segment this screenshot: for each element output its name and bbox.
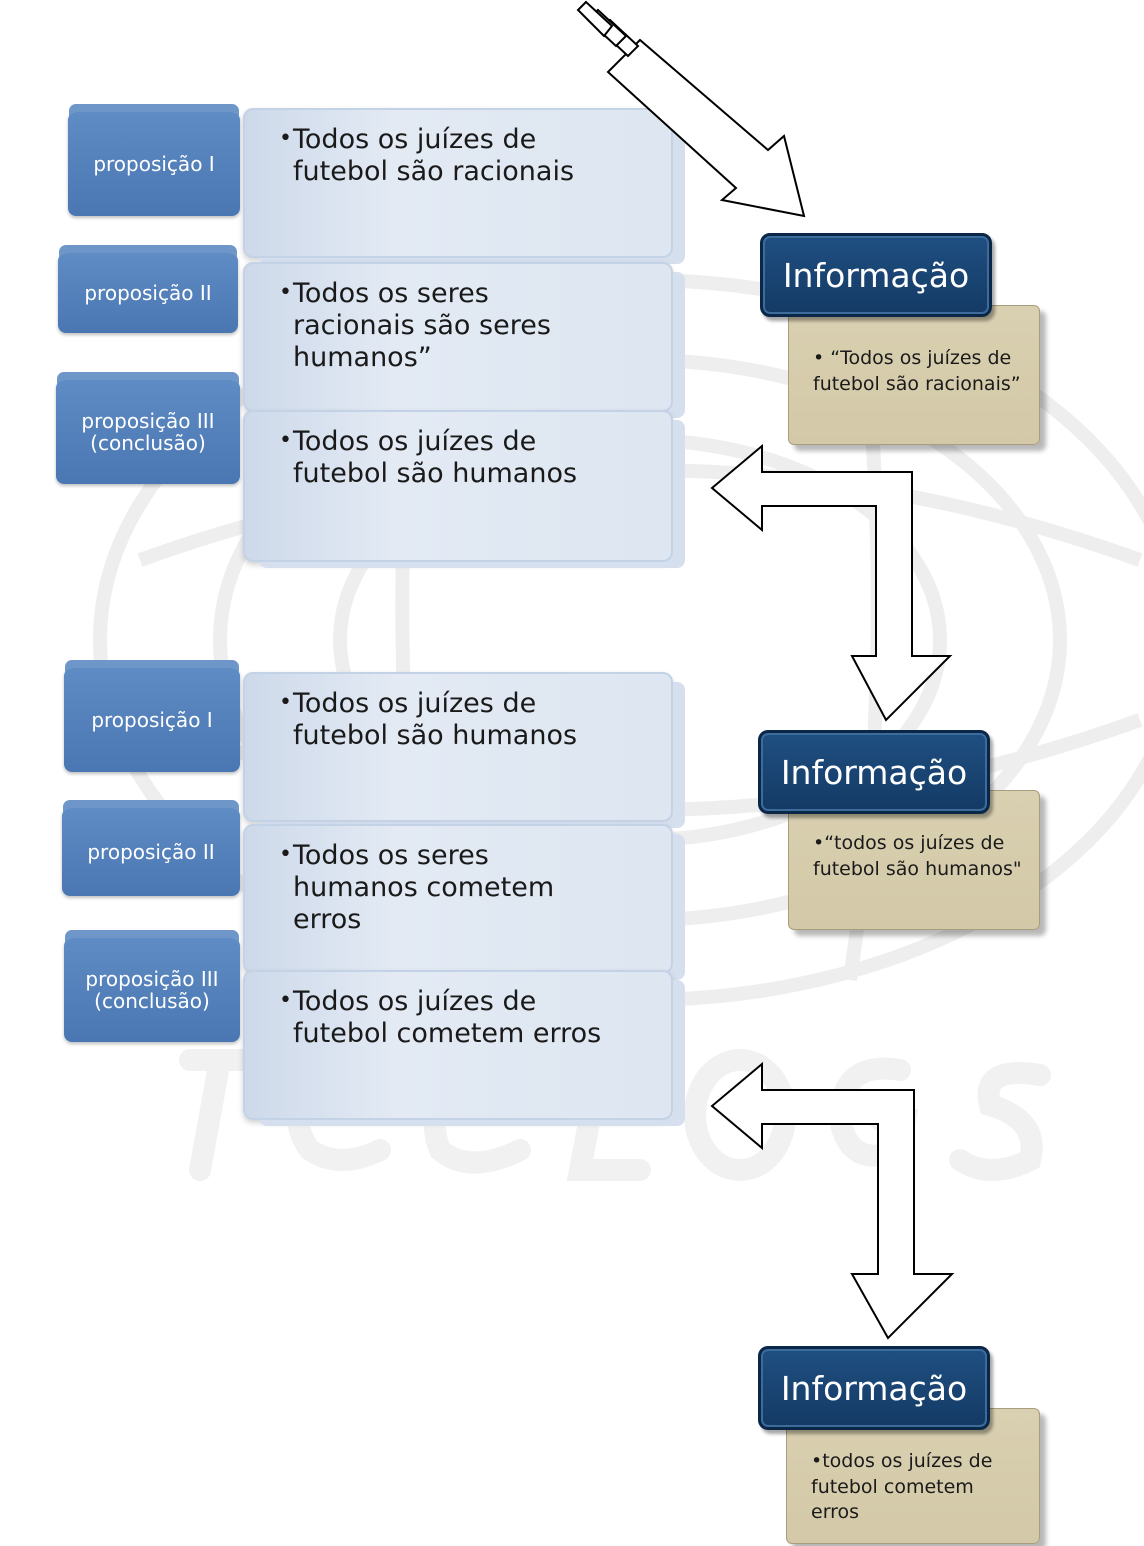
info-card-3-title: Informação bbox=[758, 1346, 990, 1430]
proposition-1-3-statement: • Todos os juízes de futebol são humanos bbox=[243, 410, 673, 562]
proposition-2-2-label: proposição II bbox=[62, 808, 240, 896]
info-card-text: • “Todos os juízes de futebol são racion… bbox=[813, 347, 1021, 395]
proposition-2-2-statement: • Todos os seres humanos cometem erros bbox=[243, 824, 673, 974]
proposition-statement-text: Todos os juízes de futebol são racionais bbox=[293, 124, 575, 187]
proposition-1-1-label: proposição I bbox=[68, 112, 240, 216]
proposition-label-text: proposição I bbox=[91, 707, 213, 732]
proposition-label-text: proposição II bbox=[87, 839, 215, 864]
proposition-1-2-statement: • Todos os seres racionais são seres hum… bbox=[243, 262, 673, 412]
bullet-icon: • bbox=[279, 690, 292, 715]
proposition-statement-text: Todos os seres racionais são seres human… bbox=[293, 278, 551, 373]
bullet-icon: • bbox=[279, 280, 292, 305]
bent-arrow-2-icon bbox=[710, 1061, 955, 1340]
info-card-title-text: Informação bbox=[782, 255, 970, 295]
bent-arrow-1-icon bbox=[710, 443, 953, 722]
proposition-2-1-label: proposição I bbox=[64, 668, 240, 772]
proposition-label-text: proposição II bbox=[84, 280, 212, 305]
proposition-2-1-statement: • Todos os juízes de futebol são humanos bbox=[243, 672, 673, 822]
proposition-1-2-label: proposição II bbox=[58, 253, 238, 333]
proposition-label-text: proposição I bbox=[93, 151, 215, 176]
info-card-title-text: Informação bbox=[780, 1368, 968, 1408]
info-card-3-body: •todos os juízes de futebol cometem erro… bbox=[786, 1408, 1040, 1544]
proposition-label-text: proposição III (conclusão) bbox=[81, 408, 215, 455]
proposition-1-3-label: proposição III (conclusão) bbox=[56, 380, 240, 484]
info-card-text: •todos os juízes de futebol cometem erro… bbox=[811, 1450, 993, 1524]
bullet-icon: • bbox=[279, 126, 292, 151]
proposition-statement-text: Todos os juízes de futebol cometem erros bbox=[293, 986, 602, 1049]
bullet-icon: • bbox=[279, 428, 292, 453]
info-card-2-title: Informação bbox=[758, 730, 990, 814]
bullet-icon: • bbox=[279, 842, 292, 867]
proposition-2-3-statement: • Todos os juízes de futebol cometem err… bbox=[243, 970, 673, 1120]
proposition-statement-text: Todos os juízes de futebol são humanos bbox=[293, 426, 578, 489]
proposition-statement-text: Todos os seres humanos cometem erros bbox=[293, 840, 555, 935]
info-card-1-body: • “Todos os juízes de futebol são racion… bbox=[788, 305, 1040, 445]
proposition-2-3-label: proposição III (conclusão) bbox=[64, 938, 240, 1042]
info-card-1-title: Informação bbox=[760, 233, 992, 317]
bullet-icon: • bbox=[279, 988, 292, 1013]
proposition-1-1-statement: • Todos os juízes de futebol são raciona… bbox=[243, 108, 673, 258]
proposition-label-text: proposição III (conclusão) bbox=[85, 966, 219, 1013]
info-card-title-text: Informação bbox=[780, 752, 968, 792]
info-card-text: •“todos os juízes de futebol são humanos… bbox=[813, 832, 1022, 880]
proposition-statement-text: Todos os juízes de futebol são humanos bbox=[293, 688, 578, 751]
